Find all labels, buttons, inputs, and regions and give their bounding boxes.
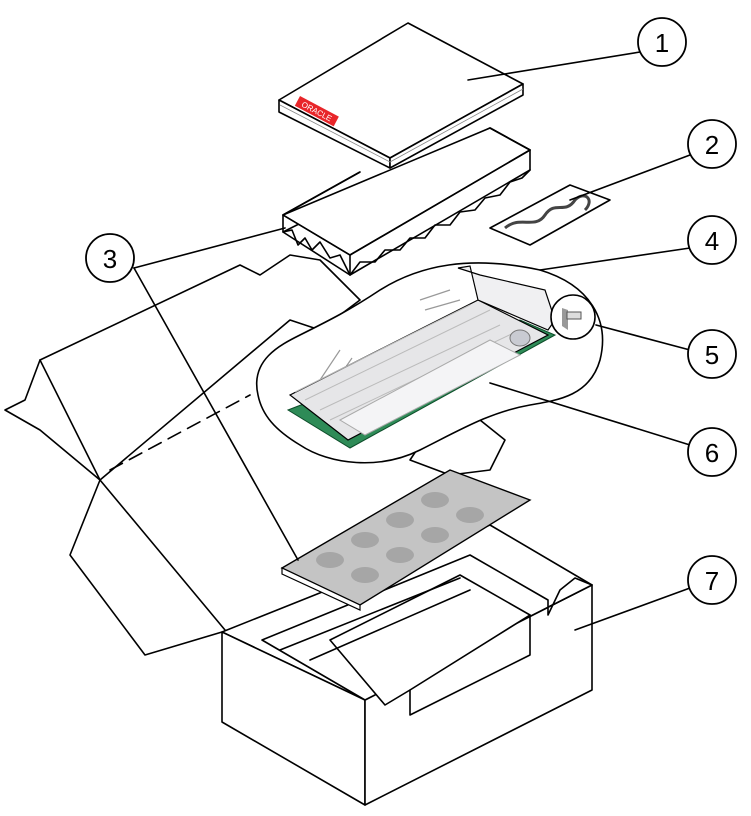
callout-2: 2 bbox=[687, 119, 737, 169]
top-foam bbox=[282, 127, 531, 276]
callout-7: 7 bbox=[687, 555, 737, 605]
callout-1: 1 bbox=[637, 17, 687, 67]
callout-5: 5 bbox=[687, 329, 737, 379]
svg-text:3: 3 bbox=[103, 244, 117, 274]
shipping-box bbox=[221, 524, 593, 806]
cable bbox=[489, 184, 611, 246]
svg-text:5: 5 bbox=[705, 340, 719, 370]
callout-6: 6 bbox=[687, 427, 737, 477]
svg-text:1: 1 bbox=[655, 28, 669, 58]
leader-lines bbox=[133, 51, 691, 631]
svg-text:7: 7 bbox=[705, 566, 719, 596]
callout-3: 3 bbox=[85, 233, 135, 283]
svg-text:2: 2 bbox=[705, 130, 719, 160]
svg-text:4: 4 bbox=[705, 226, 719, 256]
callout-4: 4 bbox=[687, 215, 737, 265]
card bbox=[286, 265, 596, 449]
bottom-foam bbox=[280, 469, 532, 611]
documentation: ORACLE bbox=[278, 22, 524, 169]
svg-text:6: 6 bbox=[705, 438, 719, 468]
